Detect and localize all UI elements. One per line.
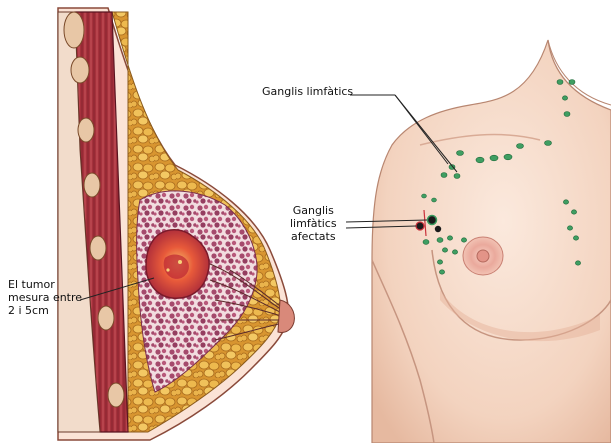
affected-nodes-label: Ganglis limfàtics afectats <box>290 204 337 243</box>
lymph-nodes-label: Ganglis limfàtics <box>262 85 353 98</box>
tumor-label-line-2: mesura entre <box>8 291 82 304</box>
torso-front-view <box>346 40 611 443</box>
tumor-label-line-1: El tumor <box>8 278 82 291</box>
tumor-size-label: El tumor mesura entre 2 i 5cm <box>8 278 82 317</box>
affected-label-line-2: limfàtics <box>290 217 337 230</box>
breast-cross-section <box>58 8 294 440</box>
nipple <box>477 250 489 262</box>
tumor-label-line-3: 2 i 5cm <box>8 304 82 317</box>
lymph-nodes-label-text: Ganglis limfàtics <box>262 85 353 98</box>
nipple-section <box>278 300 294 333</box>
affected-label-line-1: Ganglis <box>290 204 337 217</box>
affected-label-line-3: afectats <box>290 230 337 243</box>
